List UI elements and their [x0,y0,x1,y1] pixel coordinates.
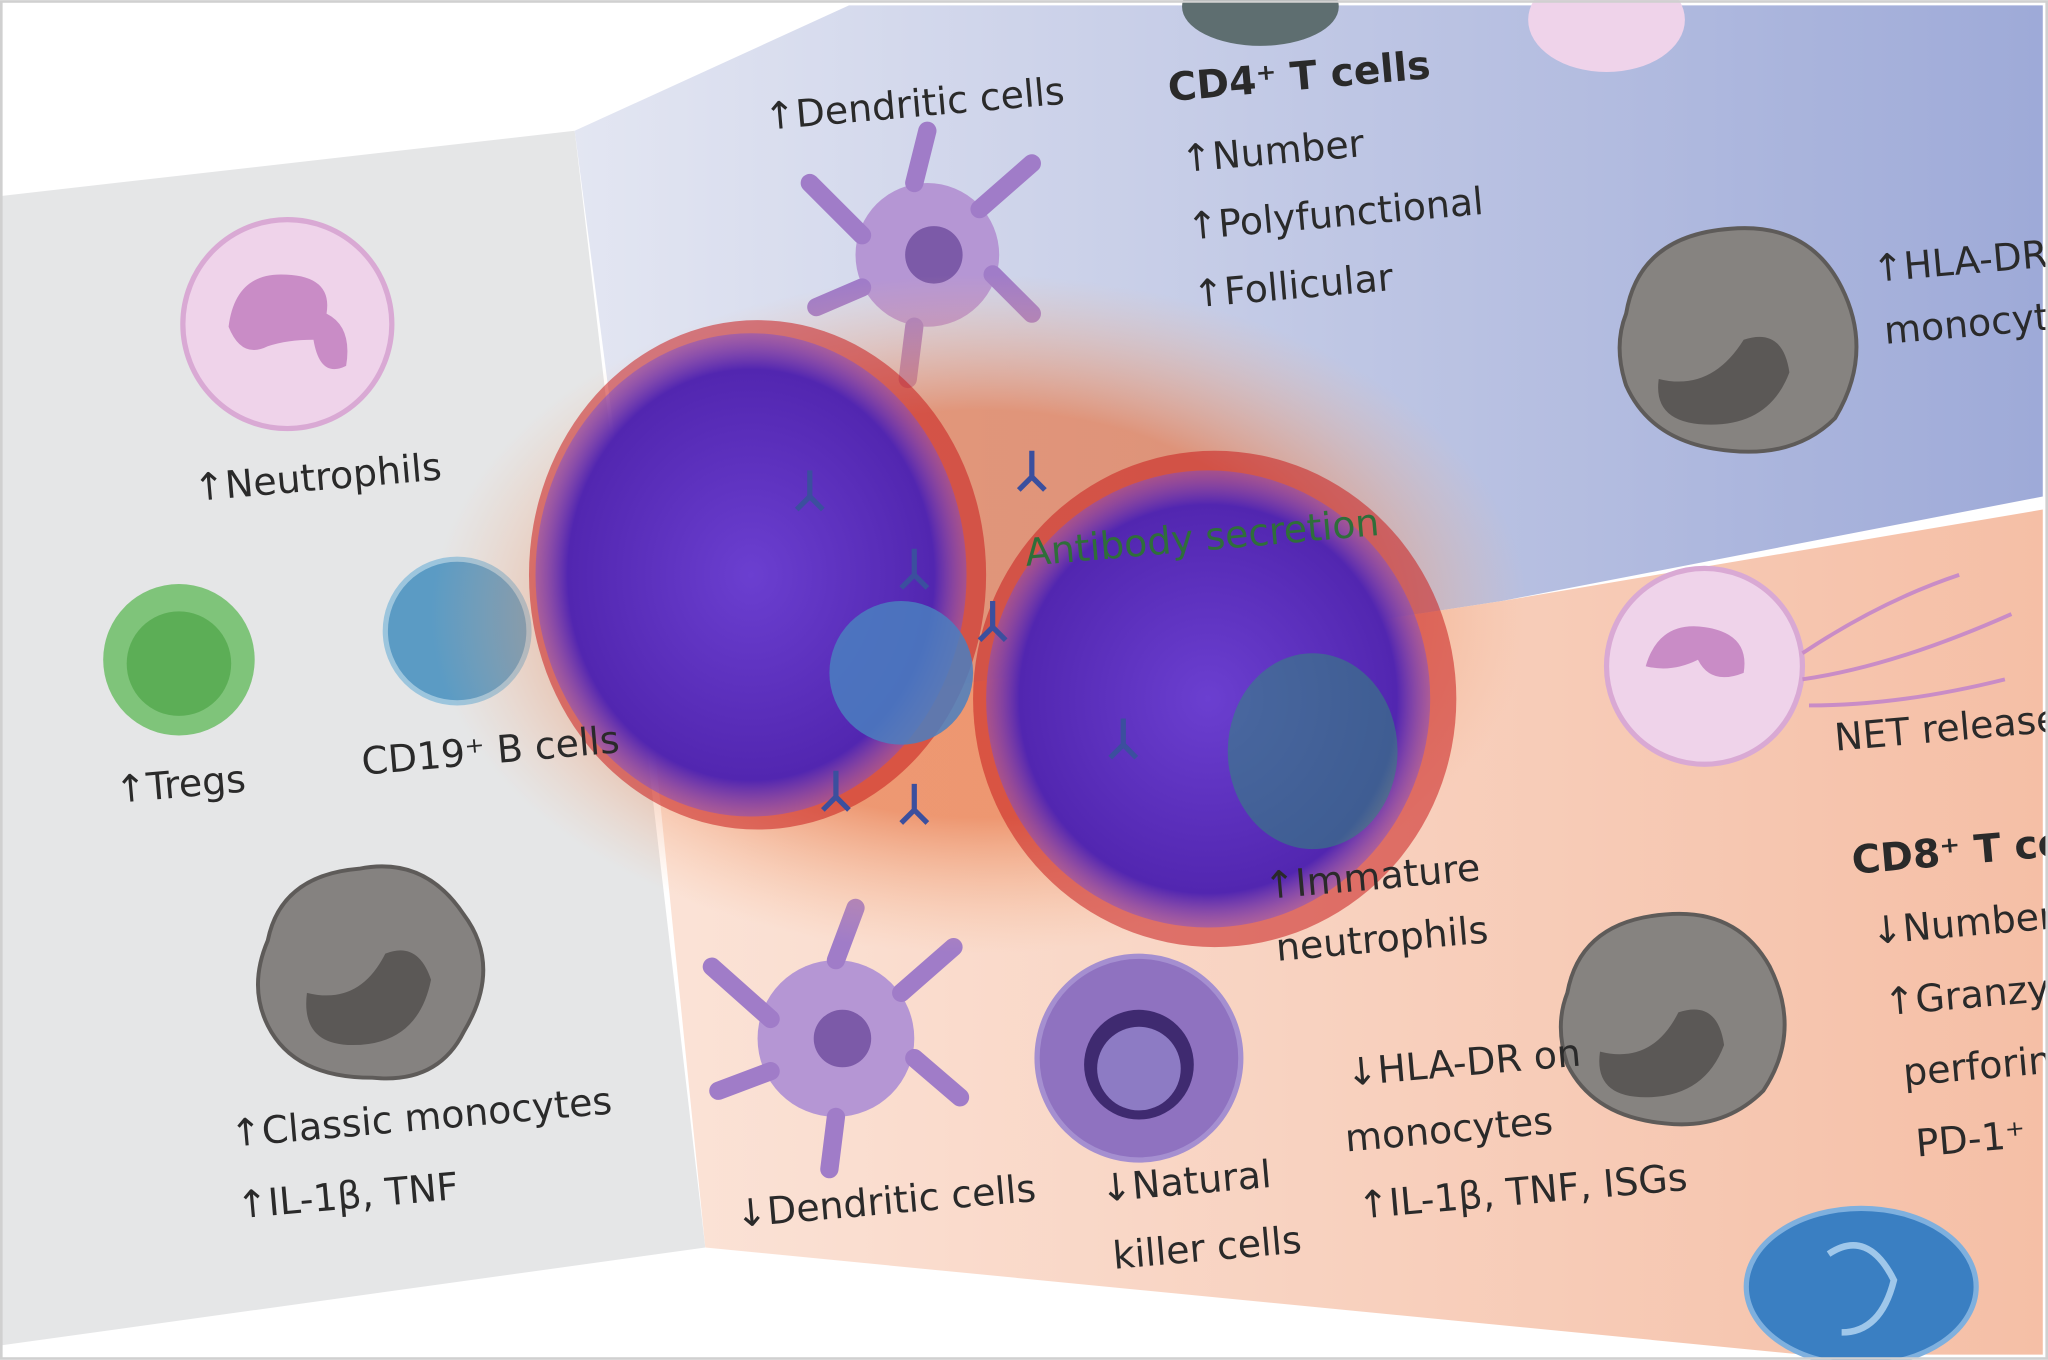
immature-neutrophil-icon [1227,653,1398,850]
treg-cell-icon [103,584,255,736]
central-b-cell-icon [829,600,974,745]
top-neutrophil-cell-icon [1528,0,1685,72]
neutrophil-cell-icon [180,216,395,432]
cd8-t-cell-icon [1743,1205,1979,1360]
top-cd4-cell-icon [1182,0,1339,46]
natural-killer-cell-icon [1034,953,1244,1163]
central-cell-cluster [431,274,1529,954]
hla-dr-monocyte-icon [1617,226,1859,454]
classic-monocyte-icon [256,864,486,1081]
net-neutrophil-icon [1603,565,2013,767]
antibody-icons [794,450,1139,825]
bottom-monocyte-icon [1558,911,1787,1127]
cd8-item: PD-1⁺ [1914,1112,2027,1165]
